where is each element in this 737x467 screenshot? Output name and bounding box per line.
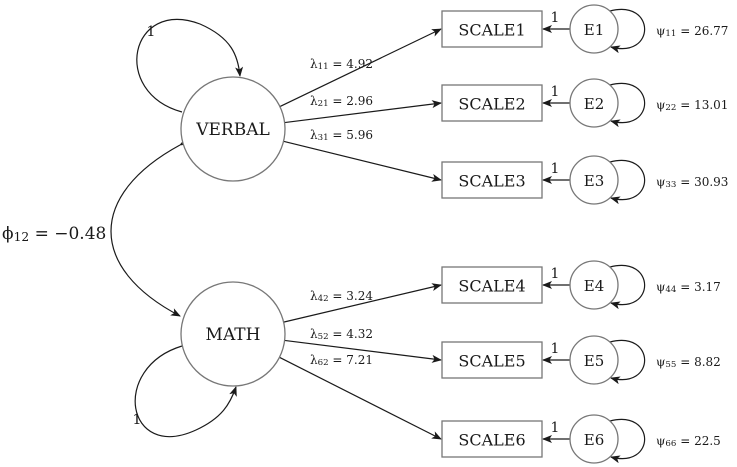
error-variance-label-2: ψ22 = 13.01 (656, 98, 728, 113)
error-variance-loop-3 (609, 159, 646, 205)
loading-label-3: λ31 = 5.96 (310, 128, 373, 143)
loading-label-5: λ52 = 4.32 (310, 327, 373, 342)
indicator-label-2: SCALE2 (458, 95, 525, 114)
error-label-2: E2 (584, 95, 605, 113)
error-path-label-1: 1 (551, 10, 560, 26)
indicator-box-1 (441, 10, 543, 48)
error-path-label-4: 1 (551, 266, 560, 282)
variance-loop-verbal (136, 18, 244, 113)
indicator-label-6: SCALE6 (458, 431, 525, 450)
indicator-box-4 (441, 266, 543, 304)
error-variance-label-1: ψ11 = 26.77 (656, 24, 728, 39)
error-variance-label-6: ψ66 = 22.5 (656, 434, 721, 449)
error-circle-1 (569, 4, 619, 54)
error-variance-loop-2 (609, 82, 646, 128)
latent-verbal-circle (180, 76, 286, 182)
loading-label-6: λ62 = 7.21 (310, 353, 373, 368)
error-variance-label-3: ψ33 = 30.93 (656, 175, 728, 190)
variance-loop-math (134, 345, 237, 438)
error-variance-loop-6 (609, 418, 646, 464)
indicator-box-6 (441, 420, 543, 458)
variance-label-math: 1 (133, 412, 142, 428)
error-circle-4 (569, 260, 619, 310)
error-circle-6 (569, 414, 619, 464)
error-label-4: E4 (584, 277, 605, 295)
covariance-curve (110, 137, 190, 317)
error-circle-3 (569, 155, 619, 205)
loading-arrow-5 (284, 339, 442, 363)
latent-verbal-label: VERBAL (195, 120, 270, 140)
error-path-label-5: 1 (551, 341, 560, 357)
indicator-label-4: SCALE4 (458, 277, 525, 296)
indicator-box-2 (441, 84, 543, 122)
loading-arrow-4 (283, 283, 442, 323)
error-label-5: E5 (584, 352, 605, 370)
error-variance-loop-4 (609, 264, 646, 310)
error-variance-loop-5 (609, 339, 646, 385)
error-variance-loop-1 (609, 8, 646, 54)
loading-label-2: λ21 = 2.96 (310, 94, 373, 109)
latent-math-label: MATH (206, 325, 261, 345)
error-path-label-3: 1 (551, 161, 560, 177)
variance-label-verbal: 1 (147, 24, 156, 40)
loading-arrow-6 (279, 356, 442, 440)
loading-label-4: λ42 = 3.24 (310, 289, 373, 304)
loading-arrow-2 (284, 100, 442, 124)
loading-label-1: λ11 = 4.92 (310, 57, 373, 72)
covariance-label: ϕ12 = −0.48 (2, 224, 106, 244)
indicator-box-5 (441, 341, 543, 379)
error-label-3: E3 (584, 172, 605, 190)
error-path-label-6: 1 (551, 420, 560, 436)
error-variance-label-5: ψ55 = 8.82 (656, 355, 721, 370)
nodes-layer (180, 4, 619, 464)
indicator-label-3: SCALE3 (458, 172, 525, 191)
error-label-6: E6 (584, 431, 605, 449)
error-path-label-2: 1 (551, 84, 560, 100)
edges-layer (110, 8, 646, 464)
error-label-1: E1 (584, 21, 605, 39)
latent-math-circle (180, 281, 286, 387)
error-variance-label-4: ψ44 = 3.17 (656, 280, 721, 295)
error-circle-2 (569, 78, 619, 128)
indicator-label-1: SCALE1 (458, 21, 525, 40)
loading-arrow-3 (283, 140, 442, 182)
loading-arrow-1 (279, 28, 442, 108)
indicator-box-3 (441, 161, 543, 199)
indicator-label-5: SCALE5 (458, 352, 525, 371)
error-circle-5 (569, 335, 619, 385)
